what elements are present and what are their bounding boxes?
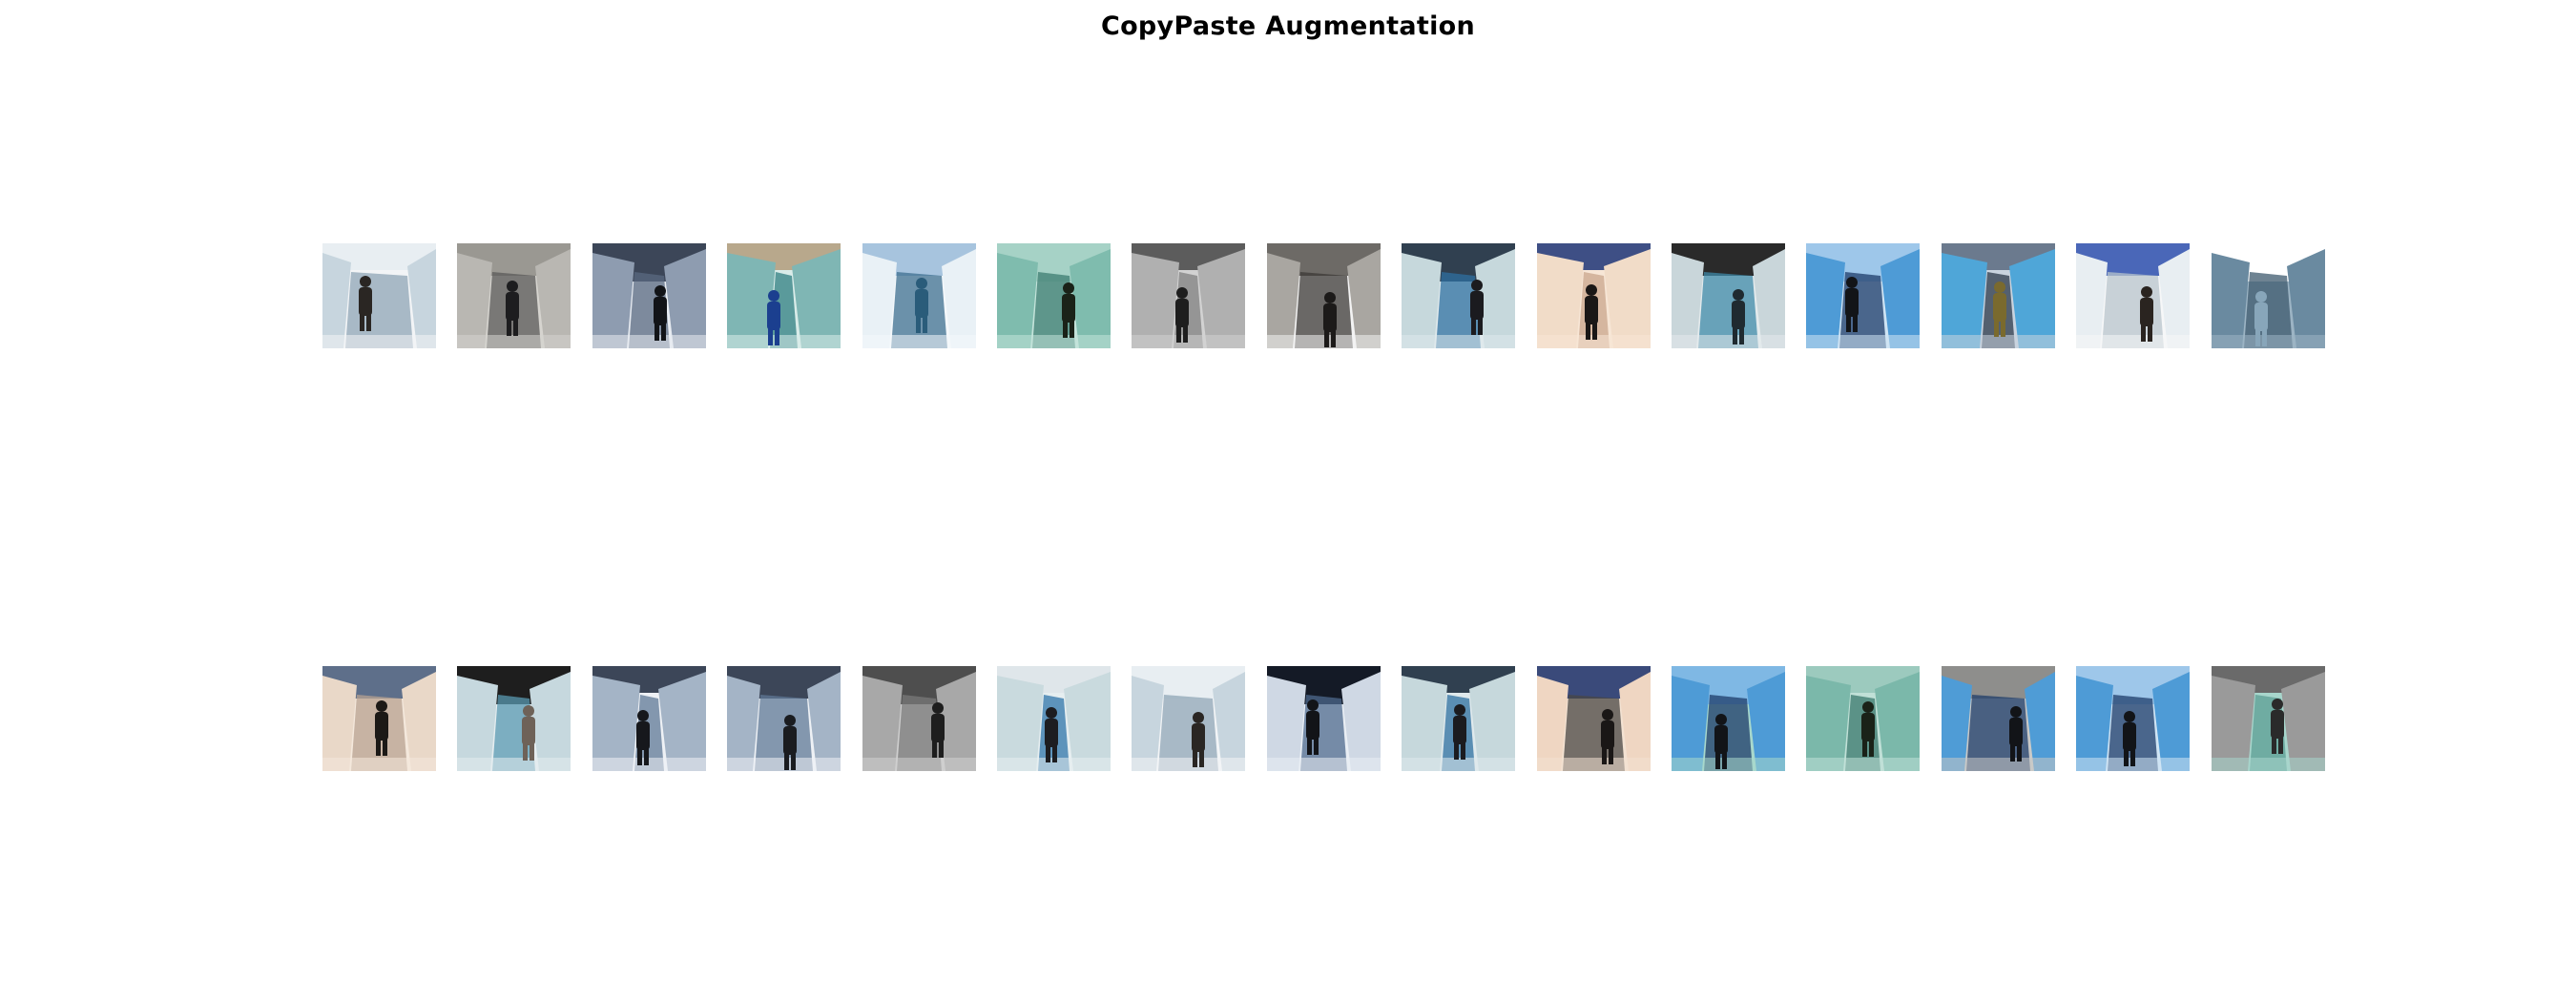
image-tile-teal-ice-cave [727,243,841,348]
image-tile-grey-teal-split [2212,666,2325,771]
image-tile-grey-snow-slope [1132,243,1245,348]
image-tile-silhouettes-pasted [592,666,706,771]
image-tile-rocky-ice-climber [1942,243,2055,348]
image-tile-night-glacier [1267,666,1381,771]
tile-image [322,243,436,348]
tile-image [1402,666,1515,771]
image-tile-group-on-glacier [1402,243,1515,348]
tile-image [1267,666,1381,771]
tile-image [1537,243,1651,348]
image-tile-silhouette-snowfield [592,243,706,348]
tile-image [1942,666,2055,771]
image-tile-climber-blue-sky [1537,243,1651,348]
image-tile-ice-wall [2212,243,2325,348]
tile-image [1267,243,1381,348]
image-tile-silhouettes-pasted-2 [727,666,841,771]
image-tile-group-on-glacier-2 [1402,666,1515,771]
augmented-row [0,666,2576,773]
tile-image [997,243,1111,348]
tile-image [2212,243,2325,348]
image-tile-green-ice-corridor [997,243,1111,348]
tile-image [2076,666,2190,771]
tile-image [862,243,976,348]
tile-image [1672,666,1785,771]
image-tile-fold-with-person [457,666,571,771]
tile-image [592,666,706,771]
image-tile-cave-climber-paste [1537,666,1651,771]
tile-image [592,243,706,348]
tile-image [457,666,571,771]
tile-image [1806,666,1920,771]
tile-image [1132,666,1245,771]
image-tile-blue-crevasse [1806,243,1920,348]
image-tile-person-in-crevasse [322,243,436,348]
image-tile-green-corridor-2 [1806,666,1920,771]
image-tile-hikers-overhead [457,243,571,348]
image-tile-ice-fold [1672,243,1785,348]
tile-image [457,243,571,348]
tile-image [2076,243,2190,348]
tile-image [1942,243,2055,348]
image-tile-group-blue-paste [997,666,1111,771]
tile-image [1132,243,1245,348]
tile-image [997,666,1111,771]
image-tile-dark-ice-cave [1267,243,1381,348]
image-tile-person-crevasse-2 [1132,666,1245,771]
image-tile-climber-pasted [322,666,436,771]
tile-image [727,243,841,348]
image-tile-grey-slope-pasted [862,666,976,771]
tile-image [322,666,436,771]
tile-image [1806,243,1920,348]
image-tile-blue-crevasse-2 [2076,666,2190,771]
tile-image [1672,243,1785,348]
image-tile-blue-crevasse-grey-top [1942,666,2055,771]
image-tile-glacier-landscape [862,243,976,348]
tile-image [1402,243,1515,348]
tile-image [2212,666,2325,771]
tile-image [727,666,841,771]
tile-image [862,666,976,771]
image-tile-blue-teal-split [1672,666,1785,771]
image-tile-selfie-glacier [2076,243,2190,348]
original-row [0,243,2576,350]
figure-title: CopyPaste Augmentation [1100,11,1476,41]
tile-image [1537,666,1651,771]
